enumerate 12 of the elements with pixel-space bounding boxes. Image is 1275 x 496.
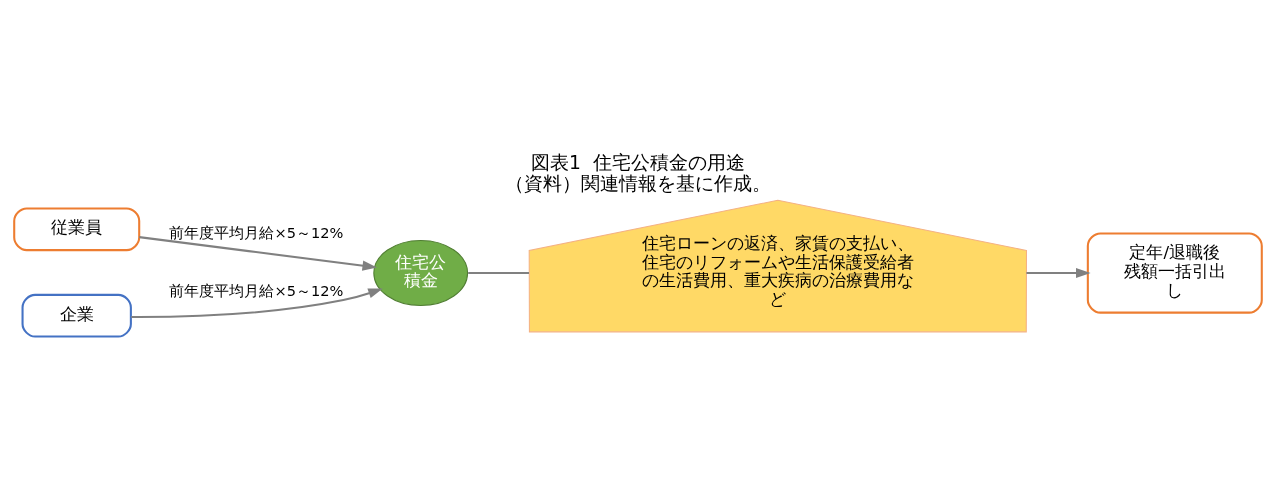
diagram-title: 図表1 住宅公積金の用途 (530, 152, 745, 174)
node-box: 従業員 (12, 207, 140, 252)
arrow (1025, 267, 1091, 279)
connector (467, 271, 529, 275)
arrow (138, 236, 377, 271)
node-box: 定年/退職後残額一括引出し (1086, 232, 1263, 314)
edge-label: 前年度平均月給×5～12% (168, 282, 343, 300)
node-ellipse: 住宅公積金 (372, 239, 468, 307)
arrow (130, 288, 383, 318)
node-box: 企業 (21, 293, 132, 338)
edge-label: 前年度平均月給×5～12% (168, 223, 343, 241)
caption: （資料）関連情報を基に作成。 (504, 173, 771, 195)
